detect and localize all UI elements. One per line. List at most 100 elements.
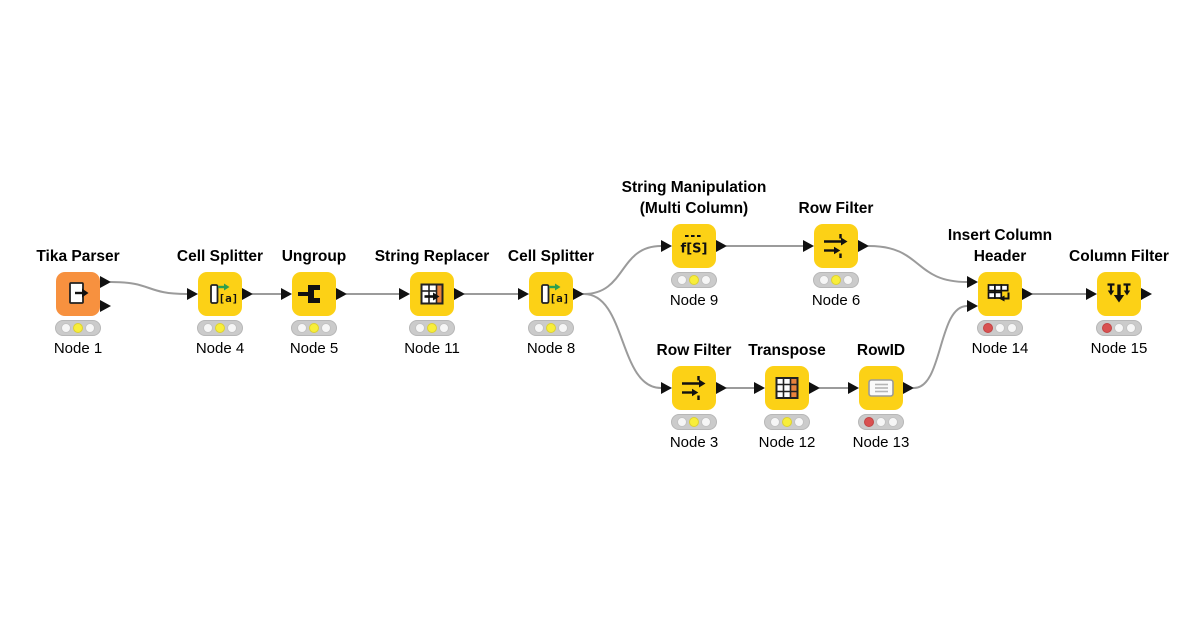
input-port[interactable]: [187, 288, 198, 300]
node-name-label: Node 5: [289, 340, 339, 357]
cell-splitter-icon[interactable]: [a]: [198, 272, 242, 316]
input-port[interactable]: [399, 288, 410, 300]
status-dot-off: [794, 417, 804, 427]
status-dot-off: [677, 417, 687, 427]
status-dot-yellow: [689, 275, 699, 285]
status-dot-off: [415, 323, 425, 333]
string-manipulation-icon[interactable]: f[S]: [672, 224, 716, 268]
node-title: Tika Parser: [36, 248, 120, 265]
input-port[interactable]: [848, 382, 859, 394]
node-name-label: Node 6: [811, 292, 861, 309]
status-dot-off: [701, 275, 711, 285]
status-dot-off: [770, 417, 780, 427]
node-title: Ungroup: [281, 248, 347, 265]
input-port[interactable]: [803, 240, 814, 252]
row-id-icon[interactable]: [859, 366, 903, 410]
output-port[interactable]: [454, 288, 465, 300]
node-name-label: Node 11: [404, 340, 460, 357]
row-filter-icon[interactable]: [814, 224, 858, 268]
ungroup-icon[interactable]: [292, 272, 336, 316]
status-dot-off: [439, 323, 449, 333]
output-port[interactable]: [809, 382, 820, 394]
node-status-light: [409, 320, 455, 336]
status-dot-off: [534, 323, 544, 333]
node-name-label: Node 1: [53, 340, 103, 357]
output-port[interactable]: [858, 240, 869, 252]
input-port[interactable]: [281, 288, 292, 300]
input-port[interactable]: [967, 276, 978, 288]
status-dot-red: [1102, 323, 1112, 333]
node-status-light: [671, 272, 717, 288]
status-dot-yellow: [689, 417, 699, 427]
output-port[interactable]: [242, 288, 253, 300]
output-port[interactable]: [903, 382, 914, 394]
column-filter-icon[interactable]: [1097, 272, 1141, 316]
output-port[interactable]: [716, 240, 727, 252]
status-dot-yellow: [831, 275, 841, 285]
input-port[interactable]: [661, 240, 672, 252]
status-dot-off: [558, 323, 568, 333]
status-dot-off: [1126, 323, 1136, 333]
connection-wire: [583, 245, 662, 295]
node-status-light: [671, 414, 717, 430]
output-port[interactable]: [100, 300, 111, 312]
node-status-light: [764, 414, 810, 430]
node-title: Transpose: [748, 342, 826, 359]
node-name-label: Node 13: [852, 434, 910, 451]
node-name-label: Node 14: [971, 340, 1029, 357]
row-filter-icon[interactable]: [672, 366, 716, 410]
insert-column-header-icon[interactable]: [978, 272, 1022, 316]
output-port[interactable]: [336, 288, 347, 300]
connection-wire: [868, 245, 968, 283]
node-status-light: [858, 414, 904, 430]
output-port[interactable]: [100, 276, 111, 288]
node-title: String Manipulation (Multi Column): [621, 179, 767, 217]
status-dot-off: [1007, 323, 1017, 333]
string-replacer-icon[interactable]: [410, 272, 454, 316]
input-port[interactable]: [967, 300, 978, 312]
status-dot-off: [876, 417, 886, 427]
status-dot-off: [85, 323, 95, 333]
status-dot-off: [701, 417, 711, 427]
svg-text:[a]: [a]: [550, 292, 570, 305]
tika-parser-icon[interactable]: [56, 272, 100, 316]
status-dot-off: [843, 275, 853, 285]
cell-splitter-icon[interactable]: [a]: [529, 272, 573, 316]
input-port[interactable]: [1086, 288, 1097, 300]
status-dot-red: [864, 417, 874, 427]
node-title: String Replacer: [374, 248, 490, 265]
status-dot-off: [819, 275, 829, 285]
output-port[interactable]: [1022, 288, 1033, 300]
output-port[interactable]: [1141, 288, 1152, 300]
transpose-icon[interactable]: [765, 366, 809, 410]
connection-wire: [110, 281, 188, 295]
node-title: Insert Column Header: [947, 227, 1053, 265]
status-dot-off: [995, 323, 1005, 333]
output-port[interactable]: [573, 288, 584, 300]
node-status-light: [528, 320, 574, 336]
status-dot-yellow: [546, 323, 556, 333]
node-name-label: Node 8: [526, 340, 576, 357]
status-dot-off: [888, 417, 898, 427]
status-dot-yellow: [73, 323, 83, 333]
node-name-label: Node 12: [758, 434, 816, 451]
input-port[interactable]: [518, 288, 529, 300]
input-port[interactable]: [754, 382, 765, 394]
connection-wire: [583, 293, 662, 389]
node-name-label: Node 4: [195, 340, 245, 357]
node-title: Row Filter: [798, 200, 874, 217]
output-port[interactable]: [716, 382, 727, 394]
node-title: RowID: [856, 342, 906, 359]
status-dot-yellow: [427, 323, 437, 333]
status-dot-off: [61, 323, 71, 333]
status-dot-off: [1114, 323, 1124, 333]
node-title: Cell Splitter: [176, 248, 264, 265]
input-port[interactable]: [661, 382, 672, 394]
node-status-light: [813, 272, 859, 288]
